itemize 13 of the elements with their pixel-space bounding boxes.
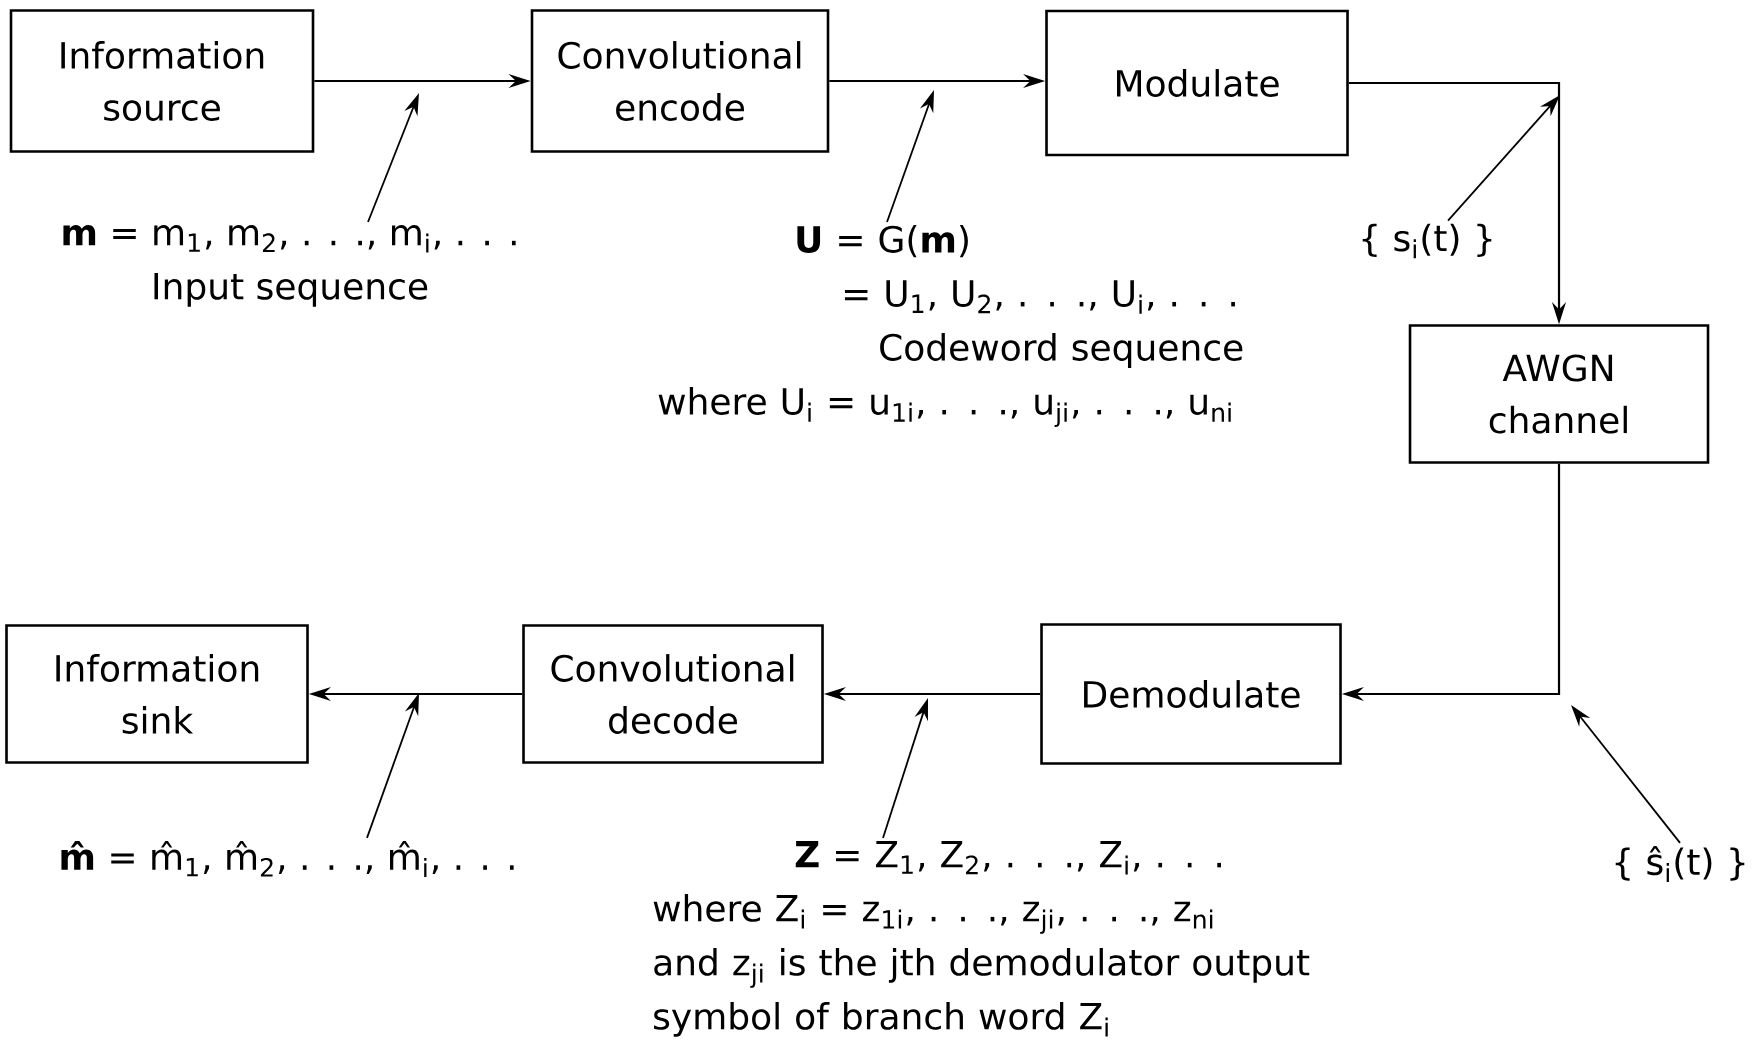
annotation-text: Z = Z$_{1}$, Z$_{2}$, . . ., Z$_{i}$, . . . where Z$_{i}$ = z$_{1i}$, . . ., z$_{ji}$, . . ., z$_{ni}$ and z$_{ji}$ is the jth demodulator output symbol of branch word Z$_{i}$ xyxy=(653,841,1310,1037)
process-box: Modulate xyxy=(1045,9,1349,157)
process-box: Information source xyxy=(9,9,315,153)
annotation-text: m = m$_{1}$, m$_{2}$, . . ., m$_{i}$, . . . Input sequence xyxy=(63,225,516,307)
process-box: Convolutional decode xyxy=(522,624,824,764)
process-box: Demodulate xyxy=(1040,623,1342,765)
annotation-text: { s$_{i}$(t) } xyxy=(1362,223,1492,259)
process-box: Information sink xyxy=(5,624,309,764)
annotation-text: { ŝ$_{i}$(t) } xyxy=(1615,846,1745,883)
annotation-text: m̂ = m̂$_{1}$, m̂$_{2}$, . . ., m̂$_{i}$, . . . xyxy=(61,841,514,878)
process-box: AWGN channel xyxy=(1408,324,1710,464)
annotation-text: U = G(m) = U$_{1}$, U$_{2}$, . . ., U$_{i}$, . . . Codeword sequence where U$_{i}$ = u$_{1i}$, . . ., u$_{ji}$, . . ., u$_{ni}$ xyxy=(658,225,1243,427)
process-box: Convolutional encode xyxy=(530,9,830,153)
